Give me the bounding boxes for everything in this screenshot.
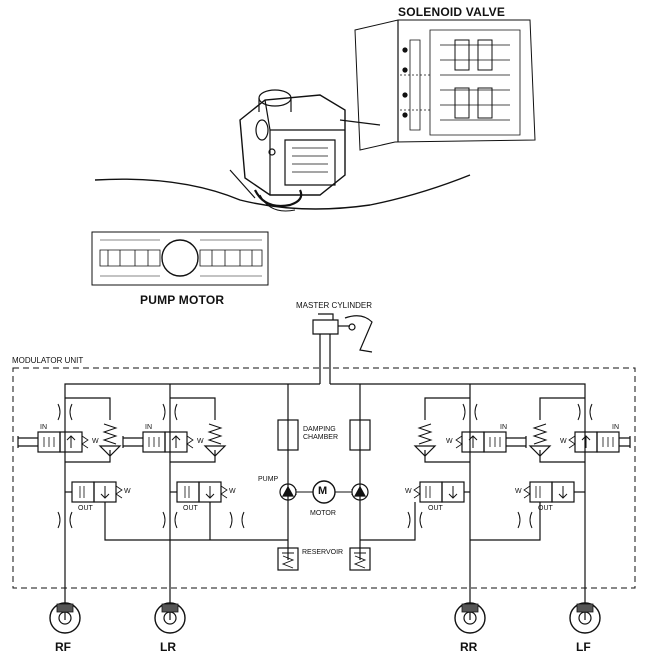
pump-motor-label: PUMP MOTOR (140, 293, 225, 307)
supply-lines (64, 383, 586, 620)
valve-out-label-rr: OUT (428, 505, 443, 512)
wheel-brakes (49, 602, 601, 634)
spring-w-label-rf-out: W (124, 488, 131, 495)
valve-out-label-rf: OUT (78, 505, 93, 512)
spring-w-label-lf-out: W (515, 488, 522, 495)
spring-w-label-lf: W (560, 438, 567, 445)
spring-w-label-lr-out: W (229, 488, 236, 495)
master-cylinder-label: MASTER CYLINDER (296, 301, 373, 310)
damping-chamber-label-line2: CHAMBER (303, 434, 339, 441)
pump-motor-illustration (91, 231, 269, 286)
solenoid-valve-illustration (354, 19, 536, 151)
motor-label: MOTOR (310, 510, 336, 517)
valve-in-label-lf: IN (612, 424, 619, 431)
valve-in-label-rr: IN (500, 424, 507, 431)
hydraulic-unit-illustration (94, 89, 471, 212)
wheel-label-lr: LR (160, 640, 176, 654)
wheel-brake-lf (569, 602, 601, 634)
solenoid-valve-label: SOLENOID VALVE (398, 5, 506, 19)
modulator-unit-boundary (12, 367, 636, 589)
wheel-label-lf: LF (576, 640, 591, 654)
spring-w-label-lr: W (197, 438, 204, 445)
wheel-brake-rf (49, 602, 81, 634)
valve-in-label-rf: IN (40, 424, 47, 431)
valve-out-label-lf: OUT (538, 505, 553, 512)
reservoir-label: RESERVOIR (302, 549, 344, 556)
channel-rf (17, 397, 288, 541)
spring-w-label-rr: W (446, 438, 453, 445)
motor-symbol: M (318, 485, 328, 497)
master-cylinder-symbol (312, 313, 373, 384)
channel-lf (470, 397, 631, 541)
damping-chamber-label-line1: DAMPING (303, 426, 336, 433)
channel-lr (122, 397, 245, 540)
channel-rr (360, 397, 527, 541)
valve-in-label-lr: IN (145, 424, 152, 431)
pump-circuit (277, 419, 371, 571)
wheel-brake-lr (154, 602, 186, 634)
wheel-brake-rr (454, 602, 486, 634)
modulator-unit-label: MODULATOR UNIT (12, 356, 84, 365)
pump-label: PUMP (258, 476, 279, 483)
spring-w-label-rr-out: W (405, 488, 412, 495)
wheel-label-rr: RR (460, 640, 478, 654)
wheel-label-rf: RF (55, 640, 71, 654)
valve-out-label-lr: OUT (183, 505, 198, 512)
spring-w-label-rf: W (92, 438, 99, 445)
